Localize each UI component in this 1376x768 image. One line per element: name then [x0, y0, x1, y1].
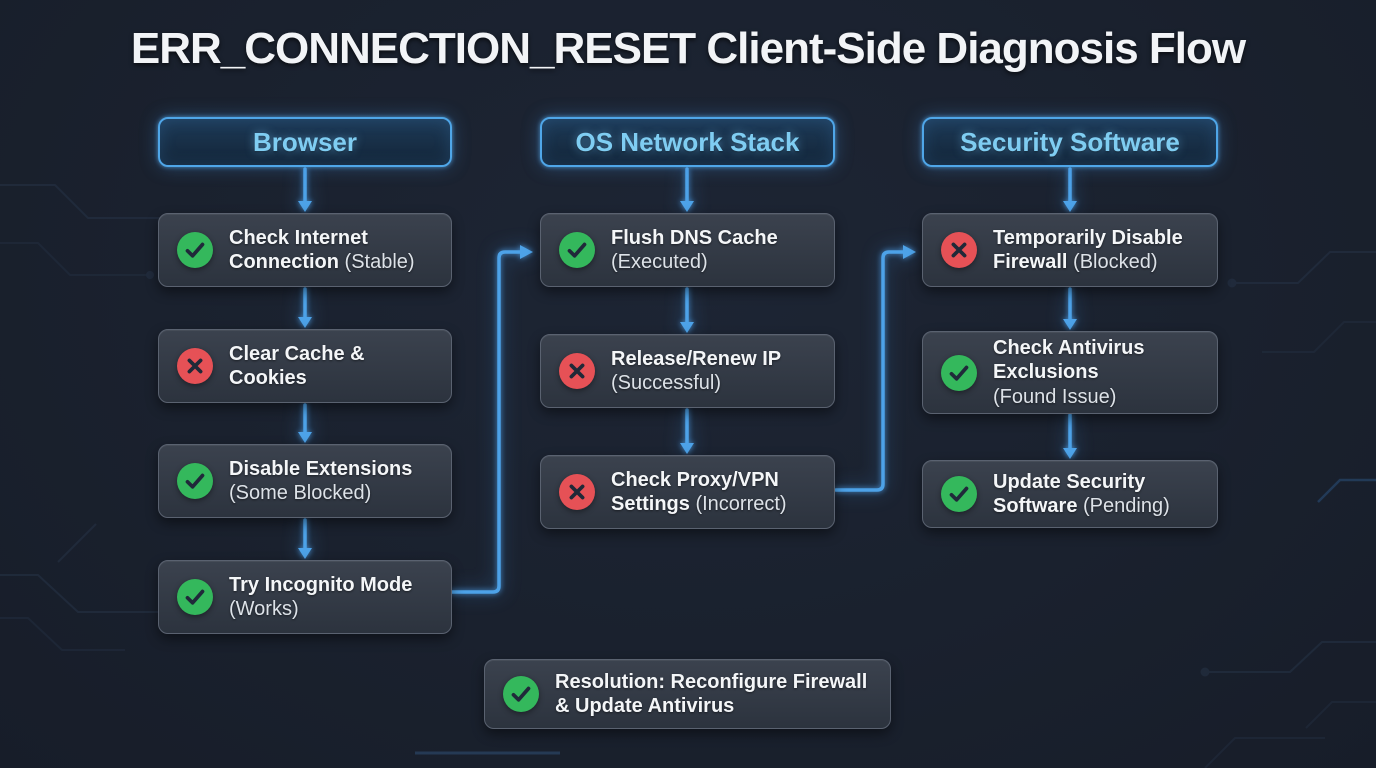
cross-icon: [559, 474, 595, 510]
column-header-browser: Browser: [158, 117, 452, 167]
flow-node-resolution: Resolution: Reconfigure Firewall& Update…: [484, 659, 891, 729]
node-label: Clear Cache &Cookies: [229, 342, 365, 389]
connector-proxy-to-firewall: [834, 245, 916, 492]
page-title: ERR_CONNECTION_RESET Client-Side Diagnos…: [130, 24, 1246, 73]
column-header-label: Security Software: [960, 126, 1180, 157]
arrow-node2-to-node3: [298, 403, 312, 443]
flow-node-clear-cache: Clear Cache &Cookies: [158, 329, 452, 403]
node-label: Disable Extensions(Some Blocked): [229, 457, 413, 504]
cross-icon: [559, 353, 595, 389]
arrow-sec-node1-to-node2: [1063, 287, 1077, 330]
arrow-browser-to-node1: [298, 167, 312, 212]
check-icon: [503, 676, 539, 712]
flow-node-try-incognito-mode: Try Incognito Mode(Works): [158, 560, 452, 634]
arrow-security-to-node1: [1063, 167, 1077, 212]
node-label: Resolution: Reconfigure Firewall& Update…: [555, 670, 868, 717]
arrow-os-node1-to-node2: [680, 287, 694, 333]
flow-node-flush-dns-cache: Flush DNS Cache(Executed): [540, 213, 835, 287]
arrow-node1-to-node2: [298, 287, 312, 328]
column-header-security-software: Security Software: [922, 117, 1218, 167]
cross-icon: [177, 348, 213, 384]
check-icon: [941, 354, 977, 391]
connector-incognito-to-flush-dns: [450, 245, 533, 594]
arrow-node3-to-node4: [298, 518, 312, 559]
flow-node-disable-extensions: Disable Extensions(Some Blocked): [158, 444, 452, 518]
check-icon: [177, 463, 213, 499]
column-header-label: OS Network Stack: [575, 126, 800, 157]
flow-node-release-renew-ip: Release/Renew IP(Successful): [540, 334, 835, 408]
check-icon: [177, 232, 213, 268]
node-label: Try Incognito Mode(Works): [229, 573, 413, 620]
column-header-os-network-stack: OS Network Stack: [540, 117, 835, 167]
arrow-os-node2-to-node3: [680, 408, 694, 454]
check-icon: [177, 579, 213, 615]
check-icon: [559, 232, 595, 268]
node-label: Release/Renew IP(Successful): [611, 347, 782, 394]
arrow-sec-node2-to-node3: [1063, 413, 1077, 459]
node-label: Flush DNS Cache(Executed): [611, 226, 778, 273]
check-icon: [941, 476, 977, 512]
arrow-os-to-node1: [680, 167, 694, 212]
column-header-label: Browser: [252, 126, 358, 157]
cross-icon: [941, 232, 977, 268]
